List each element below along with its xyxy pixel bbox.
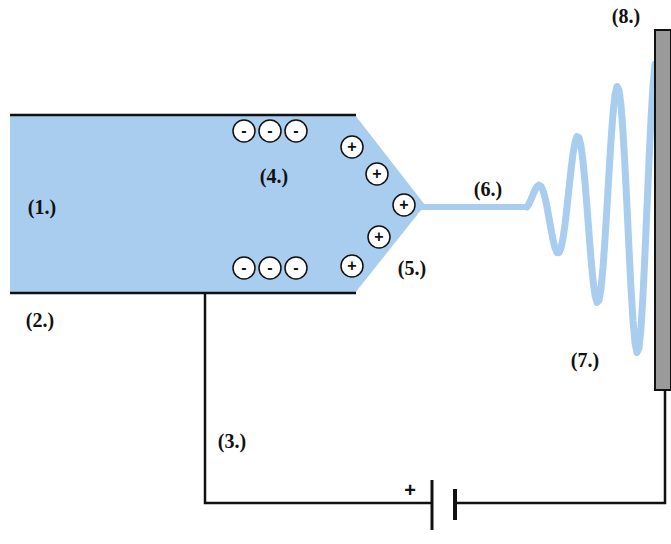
charge-circle <box>259 120 281 142</box>
polarity-sign: + <box>404 480 416 500</box>
charge-circle <box>368 226 390 248</box>
charge-circle <box>285 120 307 142</box>
charge-sign: + <box>347 258 356 274</box>
charge-sign: + <box>372 166 381 182</box>
wire <box>205 293 432 503</box>
charge-sign: - <box>293 123 298 139</box>
callout-number: (7.) <box>571 350 599 370</box>
charge-sign: - <box>267 123 272 139</box>
charge-sign: + <box>374 229 383 245</box>
wire <box>455 390 665 503</box>
charge-circle <box>341 255 363 277</box>
straight-jet <box>420 204 528 210</box>
charge-circle <box>393 194 415 216</box>
charge-sign: - <box>241 260 246 276</box>
charge-sign: - <box>267 260 272 276</box>
needle-wall <box>10 114 356 117</box>
charge-sign: + <box>399 197 408 213</box>
charge-sign: - <box>293 260 298 276</box>
charge-circle <box>233 257 255 279</box>
charge-circle <box>233 120 255 142</box>
charge-circle <box>285 257 307 279</box>
callout-number: (1.) <box>28 197 56 217</box>
charge-circles <box>233 120 415 279</box>
charge-circle <box>259 257 281 279</box>
charge-sign: - <box>241 123 246 139</box>
charge-sign: + <box>347 139 356 155</box>
charge-circle <box>366 163 388 185</box>
battery-plate <box>453 489 457 520</box>
callout-number: (5.) <box>398 258 426 278</box>
whipping-jet <box>527 64 655 352</box>
callout-number: (8.) <box>612 6 640 26</box>
collector-plate <box>655 30 671 390</box>
callout-number: (4.) <box>260 166 288 186</box>
needle-wall <box>10 292 356 295</box>
battery-plate <box>431 480 434 530</box>
charge-circle <box>341 136 363 158</box>
polymer-solution <box>10 115 425 293</box>
callout-number: (2.) <box>26 310 54 330</box>
callout-number: (3.) <box>218 431 246 451</box>
callout-number: (6.) <box>474 179 502 199</box>
